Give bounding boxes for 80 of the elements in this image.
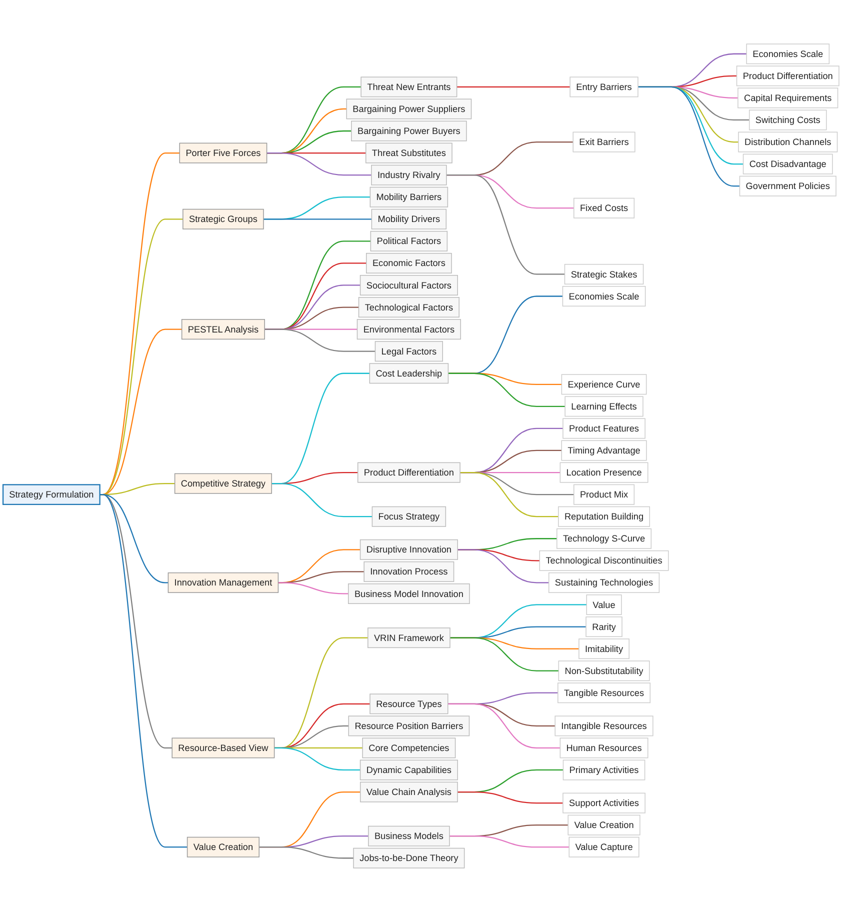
node-box: Exit Barriers: [572, 132, 636, 152]
connector: [100, 494, 188, 848]
connector: [272, 482, 372, 518]
node-box: Cost Leadership: [369, 363, 449, 384]
node-box: Strategy Formulation: [2, 484, 100, 505]
connector: [259, 846, 354, 859]
connector: [274, 747, 360, 771]
node-box: Product Differentiation: [357, 462, 460, 483]
node-box: Political Factors: [370, 230, 448, 252]
connector: [278, 582, 348, 594]
node-box: Legal Factors: [374, 341, 443, 362]
node-box: Switching Costs: [748, 110, 827, 130]
node-box: Economies Scale: [562, 286, 646, 306]
node-box: Technological Factors: [358, 297, 460, 318]
node-box: Rarity: [586, 616, 622, 638]
node-box: Porter Five Forces: [179, 142, 268, 164]
node-box: PESTEL Analysis: [181, 319, 265, 340]
node-box: Tangible Resources: [558, 682, 651, 704]
node-box: Value Capture: [568, 836, 640, 858]
node-box: Primary Activities: [562, 760, 646, 780]
node-box: Core Competencies: [362, 738, 456, 758]
node-box: Bargaining Power Buyers: [351, 120, 467, 142]
connector: [460, 472, 558, 518]
node-box: Resource-Based View: [172, 738, 275, 758]
node-box: Threat Substitutes: [365, 142, 452, 164]
node-box: Learning Effects: [564, 396, 644, 417]
node-box: Competitive Strategy: [174, 473, 272, 494]
node-box: Imitability: [578, 638, 630, 660]
node-box: Economies Scale: [746, 44, 830, 64]
node-box: Technology S-Curve: [556, 528, 652, 549]
node-box: Focus Strategy: [372, 506, 446, 527]
node-box: Support Activities: [562, 792, 646, 814]
node-box: Experience Curve: [561, 374, 647, 395]
node-box: Value: [586, 594, 622, 615]
node-box: Mobility Barriers: [370, 186, 448, 208]
node-box: Business Models: [368, 826, 450, 846]
node-box: Bargaining Power Suppliers: [346, 98, 472, 120]
node-box: Value Chain Analysis: [360, 782, 458, 802]
node-box: Cost Disadvantage: [742, 154, 833, 174]
node-box: Disruptive Innovation: [360, 539, 458, 560]
node-box: Resource Position Barriers: [348, 716, 470, 736]
node-box: Government Policies: [739, 176, 836, 196]
node-box: Innovation Management: [168, 572, 279, 593]
node-box: Location Presence: [560, 462, 648, 483]
node-box: Dynamic Capabilities: [360, 760, 458, 780]
node-box: Entry Barriers: [570, 76, 638, 98]
node-box: Capital Requirements: [738, 88, 838, 108]
node-box: Strategic Groups: [182, 208, 264, 230]
connector: [450, 637, 559, 672]
node-box: Environmental Factors: [356, 319, 461, 340]
node-box: Strategic Stakes: [564, 264, 644, 284]
node-box: Sociocultural Factors: [360, 274, 458, 296]
node-box: Human Resources: [560, 738, 648, 758]
node-box: Product Features: [562, 418, 646, 439]
node-box: Intangible Resources: [554, 716, 654, 736]
connector: [458, 791, 563, 804]
node-box: Resource Types: [370, 694, 448, 714]
node-box: Economic Factors: [366, 252, 452, 274]
node-box: Threat New Entrants: [360, 76, 458, 98]
connector: [456, 86, 570, 88]
node-box: Timing Advantage: [561, 440, 647, 461]
connector: [446, 174, 565, 275]
node-box: Business Model Innovation: [348, 583, 470, 604]
node-box: Fixed Costs: [573, 198, 635, 218]
node-box: Reputation Building: [558, 506, 650, 527]
node-box: Value Creation: [186, 836, 260, 858]
node-box: VRIN Framework: [368, 628, 450, 648]
node-box: Product Mix: [573, 484, 635, 505]
connector: [264, 218, 372, 220]
node-box: Technological Discontinuities: [539, 550, 669, 571]
node-box: Mobility Drivers: [371, 208, 447, 230]
node-box: Innovation Process: [364, 561, 454, 582]
node-box: Distribution Channels: [738, 132, 838, 152]
node-box: Sustaining Technologies: [548, 572, 660, 593]
node-box: Non-Substitutability: [558, 660, 650, 682]
node-box: Jobs-to-be-Done Theory: [353, 848, 465, 868]
node-box: Value Creation: [568, 814, 640, 836]
node-box: Product Differentiation: [736, 66, 840, 86]
node-box: Industry Rivalry: [371, 164, 447, 186]
connector: [449, 836, 570, 848]
